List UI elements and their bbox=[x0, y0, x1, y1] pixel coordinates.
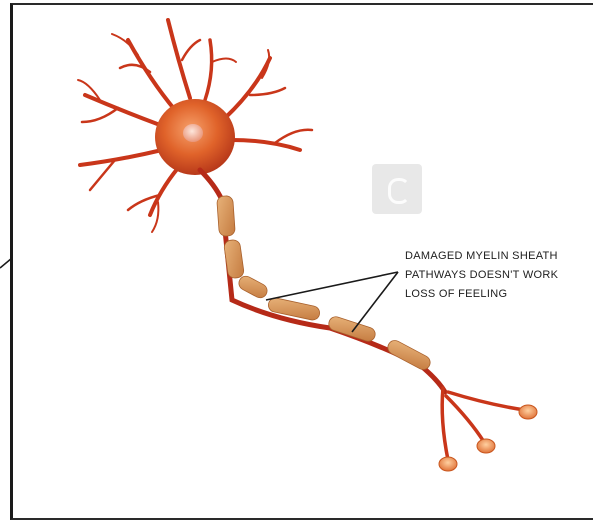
annotation-text: DAMAGED MYELIN SHEATH PATHWAYS DOESN'T W… bbox=[405, 247, 558, 304]
left-leader-line bbox=[0, 258, 12, 268]
myelin-sheath bbox=[217, 195, 433, 371]
nucleus bbox=[183, 124, 203, 142]
synaptic-terminals bbox=[439, 405, 537, 471]
annotation-line-1: DAMAGED MYELIN SHEATH bbox=[405, 247, 558, 266]
annotation-line-3: LOSS OF FEELING bbox=[405, 285, 558, 304]
annotation-line-2: PATHWAYS DOESN'T WORK bbox=[405, 266, 558, 285]
